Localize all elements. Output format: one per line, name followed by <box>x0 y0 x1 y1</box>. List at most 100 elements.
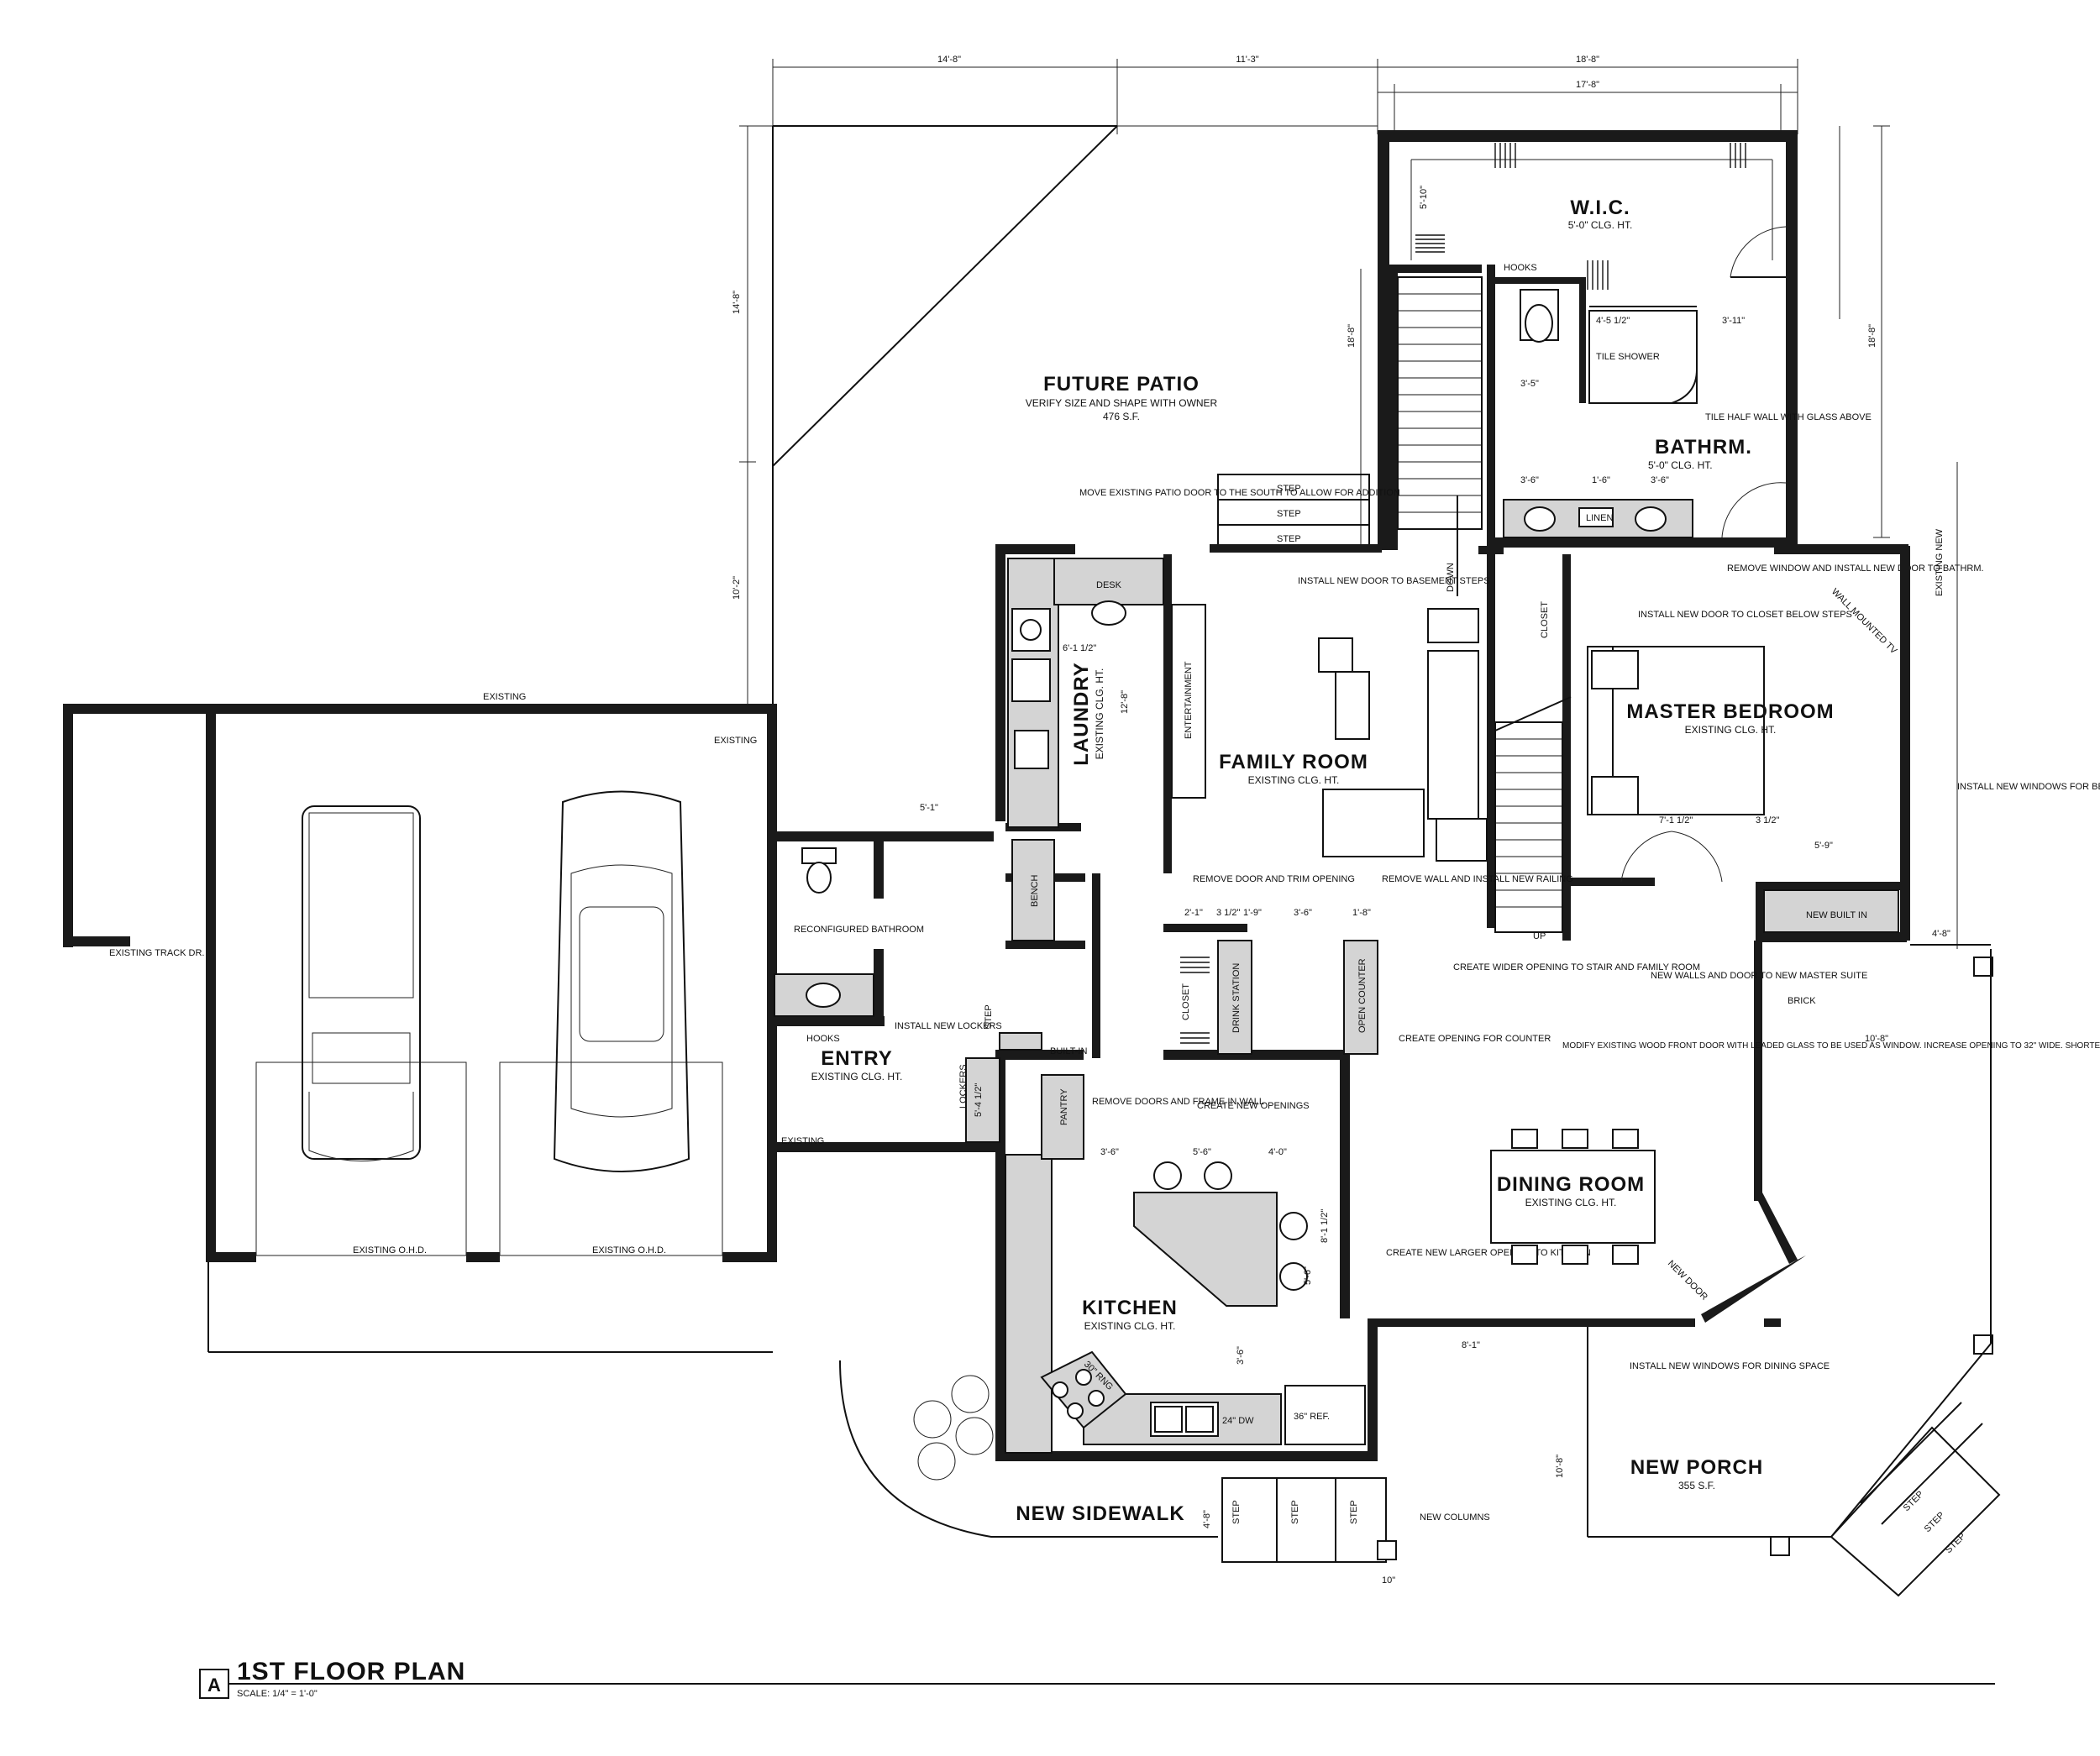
future-patio-name: FUTURE PATIO <box>1043 373 1200 396</box>
install-closet-door-note: INSTALL NEW DOOR TO CLOSET BELOW STEPS <box>1638 610 1852 620</box>
built-in-label: BUILT-IN <box>1050 1046 1087 1056</box>
laundry-fixtures <box>1007 558 1206 941</box>
dim-top-b: 11'-3" <box>1236 55 1258 65</box>
dim-bath-g: 3'-6" <box>1651 475 1669 485</box>
dining-room-name: DINING ROOM <box>1497 1173 1645 1196</box>
dim-kit-c: 4'-0" <box>1268 1147 1287 1157</box>
ref-label: 36" REF. <box>1294 1412 1330 1422</box>
brick-label: BRICK <box>1788 996 1816 1006</box>
dim-mb-a: 7'-1 1/2" <box>1659 815 1693 826</box>
future-patio-outline <box>772 125 1118 705</box>
tile-shower-label: TILE SHOWER <box>1596 352 1660 362</box>
dim-entry-b: 5'-4 1/2" <box>974 1083 984 1117</box>
new-columns-note: NEW COLUMNS <box>1420 1512 1490 1523</box>
install-new-lockers-note: INSTALL NEW LOCKERS <box>895 1021 1002 1031</box>
dining-room-info: EXISTING CLG. HT. <box>1525 1197 1617 1208</box>
create-opening-counter-note: CREATE OPENING FOR COUNTER <box>1399 1034 1551 1044</box>
family-room-furniture <box>1318 608 1488 862</box>
family-room-info: EXISTING CLG. HT. <box>1248 774 1340 786</box>
bench-label: BENCH <box>1030 874 1040 907</box>
dim-kit-a: 3'-6" <box>1100 1147 1119 1157</box>
dim-bath-d: 3'-5" <box>1520 379 1539 389</box>
existing-track-dr-label: EXISTING TRACK DR. <box>109 948 204 958</box>
down-label: DOWN <box>1446 563 1456 592</box>
bathroom-name: BATHRM. <box>1655 436 1752 459</box>
closet-label-stair: CLOSET <box>1540 601 1550 638</box>
existing-label-entry: EXISTING <box>781 1136 824 1146</box>
title-block <box>199 1669 1995 1699</box>
dim-top-d: 17'-8" <box>1576 80 1599 90</box>
existing-new-label: EXISTING NEW <box>1935 528 1945 596</box>
dim-porch-b: 10'-8" <box>1865 1034 1888 1044</box>
new-porch-name: NEW PORCH <box>1630 1456 1763 1479</box>
remove-wall-railing-note: REMOVE WALL AND INSTALL NEW RAILING <box>1382 874 1573 884</box>
open-counter-label: OPEN COUNTER <box>1357 958 1368 1033</box>
dim-fam-e: 1'-8" <box>1352 908 1371 918</box>
new-porch-area: 355 S.F. <box>1678 1480 1715 1491</box>
basement-stair <box>1397 276 1483 596</box>
interior-stair <box>1494 696 1572 933</box>
dining-furniture <box>1490 1129 1656 1265</box>
new-porch <box>1587 944 2001 1597</box>
install-new-windows-bedroom-note: INSTALL NEW WINDOWS FOR BEDROOM <box>1957 782 2100 792</box>
garage <box>63 704 777 1353</box>
lockers-label: LOCKERS <box>958 1064 969 1109</box>
remove-window-note: REMOVE WINDOW AND INSTALL NEW DOOR TO BA… <box>1727 563 1984 574</box>
dim-bath-b: 3'-11" <box>1722 316 1745 326</box>
entry-info: EXISTING CLG. HT. <box>811 1071 903 1082</box>
car-outline <box>553 790 690 1172</box>
main-walls <box>995 544 1910 1461</box>
step-label-entry: STEP <box>984 1004 994 1029</box>
dim-laundry-b: 12'-8" <box>1120 690 1130 714</box>
sidewalk-step-1: STEP <box>1231 1500 1242 1524</box>
dim-walk-b: 10" <box>1382 1575 1395 1586</box>
remove-doors-frame-note: REMOVE DOORS AND FRAME IN WALL <box>1092 1097 1264 1107</box>
master-bedroom-furniture <box>1587 646 1899 933</box>
bathroom-info: 5'-0" CLG. HT. <box>1648 459 1713 471</box>
sidewalk <box>839 1360 1397 1563</box>
existing-ohd-label-1: EXISTING O.H.D. <box>353 1245 427 1255</box>
new-walls-master-note: NEW WALLS AND DOOR TO NEW MASTER SUITE <box>1651 971 1867 981</box>
remove-door-trim-note: REMOVE DOOR AND TRIM OPENING <box>1193 874 1355 884</box>
dim-fam-a: 2'-1" <box>1184 908 1203 918</box>
entry-name: ENTRY <box>821 1047 892 1070</box>
porch-step-3: STEP <box>1944 1531 1968 1555</box>
tile-half-wall-note: TILE HALF WALL WITH GLASS ABOVE <box>1705 412 1872 422</box>
hooks-label-wic: HOOKS <box>1504 263 1537 273</box>
addition-walls <box>1378 130 1798 550</box>
install-dining-windows-note: INSTALL NEW WINDOWS FOR DINING SPACE <box>1630 1361 1830 1371</box>
wic-name: W.I.C. <box>1570 197 1630 219</box>
new-door-label: NEW DOOR <box>1666 1259 1709 1303</box>
master-bedroom-info: EXISTING CLG. HT. <box>1685 724 1777 736</box>
dim-kit-e: 5'-6" <box>1303 1266 1313 1285</box>
dim-mb-b: 3 1/2" <box>1756 815 1779 826</box>
kitchen-name: KITCHEN <box>1082 1297 1178 1319</box>
create-wider-opening-note: CREATE WIDER OPENING TO STAIR AND FAMILY… <box>1453 962 1700 972</box>
dim-mb-c: 5'-9" <box>1814 841 1833 851</box>
dim-walk-a: 4'-8" <box>1202 1510 1212 1528</box>
porch-step-2: STEP <box>1923 1510 1947 1534</box>
existing-ohd-label-2: EXISTING O.H.D. <box>592 1245 666 1255</box>
wall-tv-label: WALL MOUNTED TV <box>1830 587 1899 657</box>
dim-right-a: 18'-8" <box>1867 324 1877 348</box>
master-bedroom-name: MASTER BEDROOM <box>1626 700 1834 723</box>
modify-front-door-note: MODIFY EXISTING WOOD FRONT DOOR WITH LEA… <box>1562 1041 2100 1051</box>
move-patio-door-note: MOVE EXISTING PATIO DOOR TO THE SOUTH TO… <box>1079 488 1400 498</box>
hooks-label-entry: HOOKS <box>806 1034 840 1044</box>
future-patio-area: 476 S.F. <box>1103 411 1140 422</box>
new-built-in-label: NEW BUILT IN <box>1806 910 1867 920</box>
family-room-name: FAMILY ROOM <box>1219 751 1368 773</box>
dim-porch-a: 4'-8" <box>1932 929 1950 939</box>
dim-kit-d: 8'-1 1/2" <box>1320 1209 1330 1243</box>
dim-top-a: 14'-8" <box>937 55 961 65</box>
closet-drink-station <box>1180 940 1378 1055</box>
dim-left-b: 10'-2" <box>732 576 742 600</box>
sidewalk-step-2: STEP <box>1290 1500 1300 1524</box>
dim-laundry-a: 6'-1 1/2" <box>1063 643 1096 653</box>
dim-kit-b: 5'-6" <box>1193 1147 1211 1157</box>
existing-label-garage-top: EXISTING <box>483 692 526 702</box>
dim-entry-a: 5'-1" <box>920 803 938 813</box>
dim-left-a: 14'-8" <box>732 291 742 314</box>
kitchen-info: EXISTING CLG. HT. <box>1084 1320 1176 1332</box>
